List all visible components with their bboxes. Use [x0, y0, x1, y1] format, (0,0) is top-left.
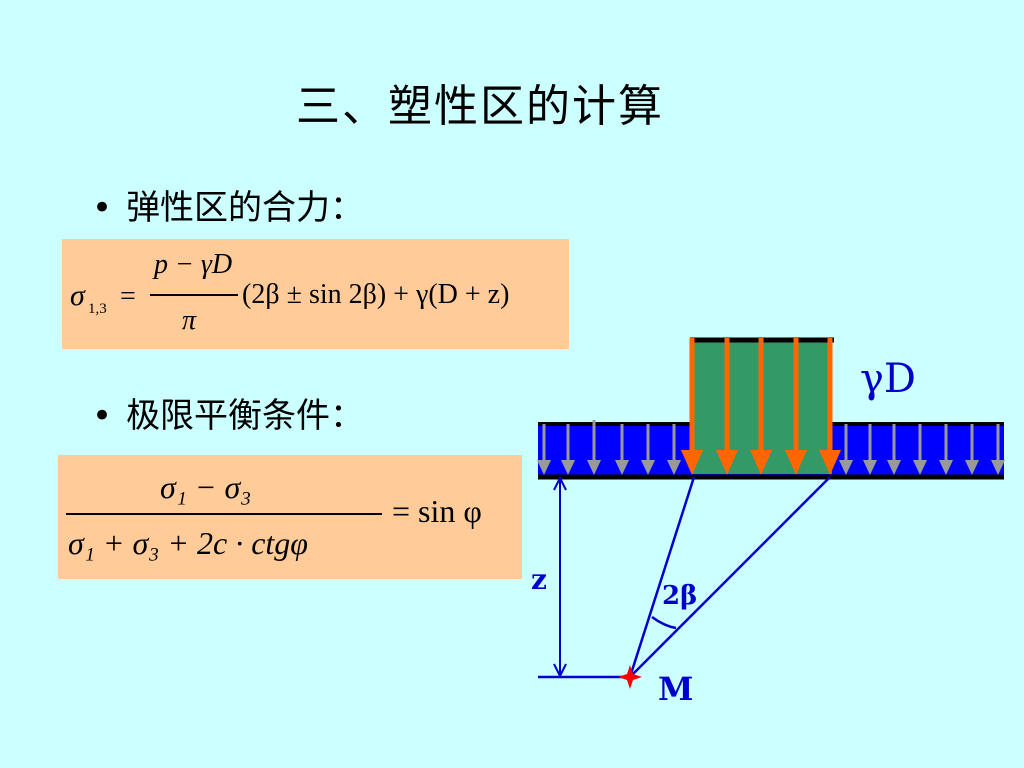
bullet-text: 极限平衡条件：: [126, 396, 365, 436]
fraction-denominator: π: [182, 305, 197, 336]
formula-rhs: = sin φ: [392, 493, 482, 529]
load-arrows: [681, 338, 841, 475]
bullet-limit-equilibrium: • 极限平衡条件：: [92, 388, 364, 437]
formula-box-resultant: σ 1,3 = p − γD π (2β ± sin 2β) + γ(D + z…: [62, 239, 569, 349]
ray-left-edge: [628, 476, 696, 678]
page-title: 三、塑性区的计算: [296, 81, 664, 132]
point-label: M: [658, 670, 693, 708]
angle-label: 2β: [662, 581, 697, 611]
formula-box-limit: σ₁ − σ₃ σ₁ + σ₃ + 2c · ctgφ = sin φ: [58, 455, 522, 579]
fraction-denominator: σ₁ + σ₃ + 2c · ctgφ: [68, 525, 308, 561]
angle-arc: [651, 615, 677, 630]
bullet-dot: •: [92, 396, 113, 436]
fraction-line: [66, 513, 382, 515]
sigma-subscript: 1,3: [88, 301, 107, 317]
fraction-numerator: σ₁ − σ₃: [160, 469, 252, 505]
sigma-symbol: σ: [70, 279, 85, 312]
fraction-line: [150, 294, 238, 296]
load-label: γD: [860, 356, 916, 402]
depth-label: z: [531, 563, 547, 596]
formula-rhs: (2β ± sin 2β) + γ(D + z): [242, 279, 510, 310]
fraction-numerator: p − γD: [154, 249, 233, 280]
equals-sign: =: [120, 281, 136, 312]
ray-right-edge: [629, 476, 831, 678]
surcharge-arrows: [537, 420, 1005, 475]
bullet-text: 弹性区的合力：: [126, 188, 365, 228]
point-m-marker: [618, 665, 642, 689]
bullet-dot: •: [92, 188, 113, 228]
bullet-elastic-resultant: • 弹性区的合力：: [92, 180, 364, 229]
